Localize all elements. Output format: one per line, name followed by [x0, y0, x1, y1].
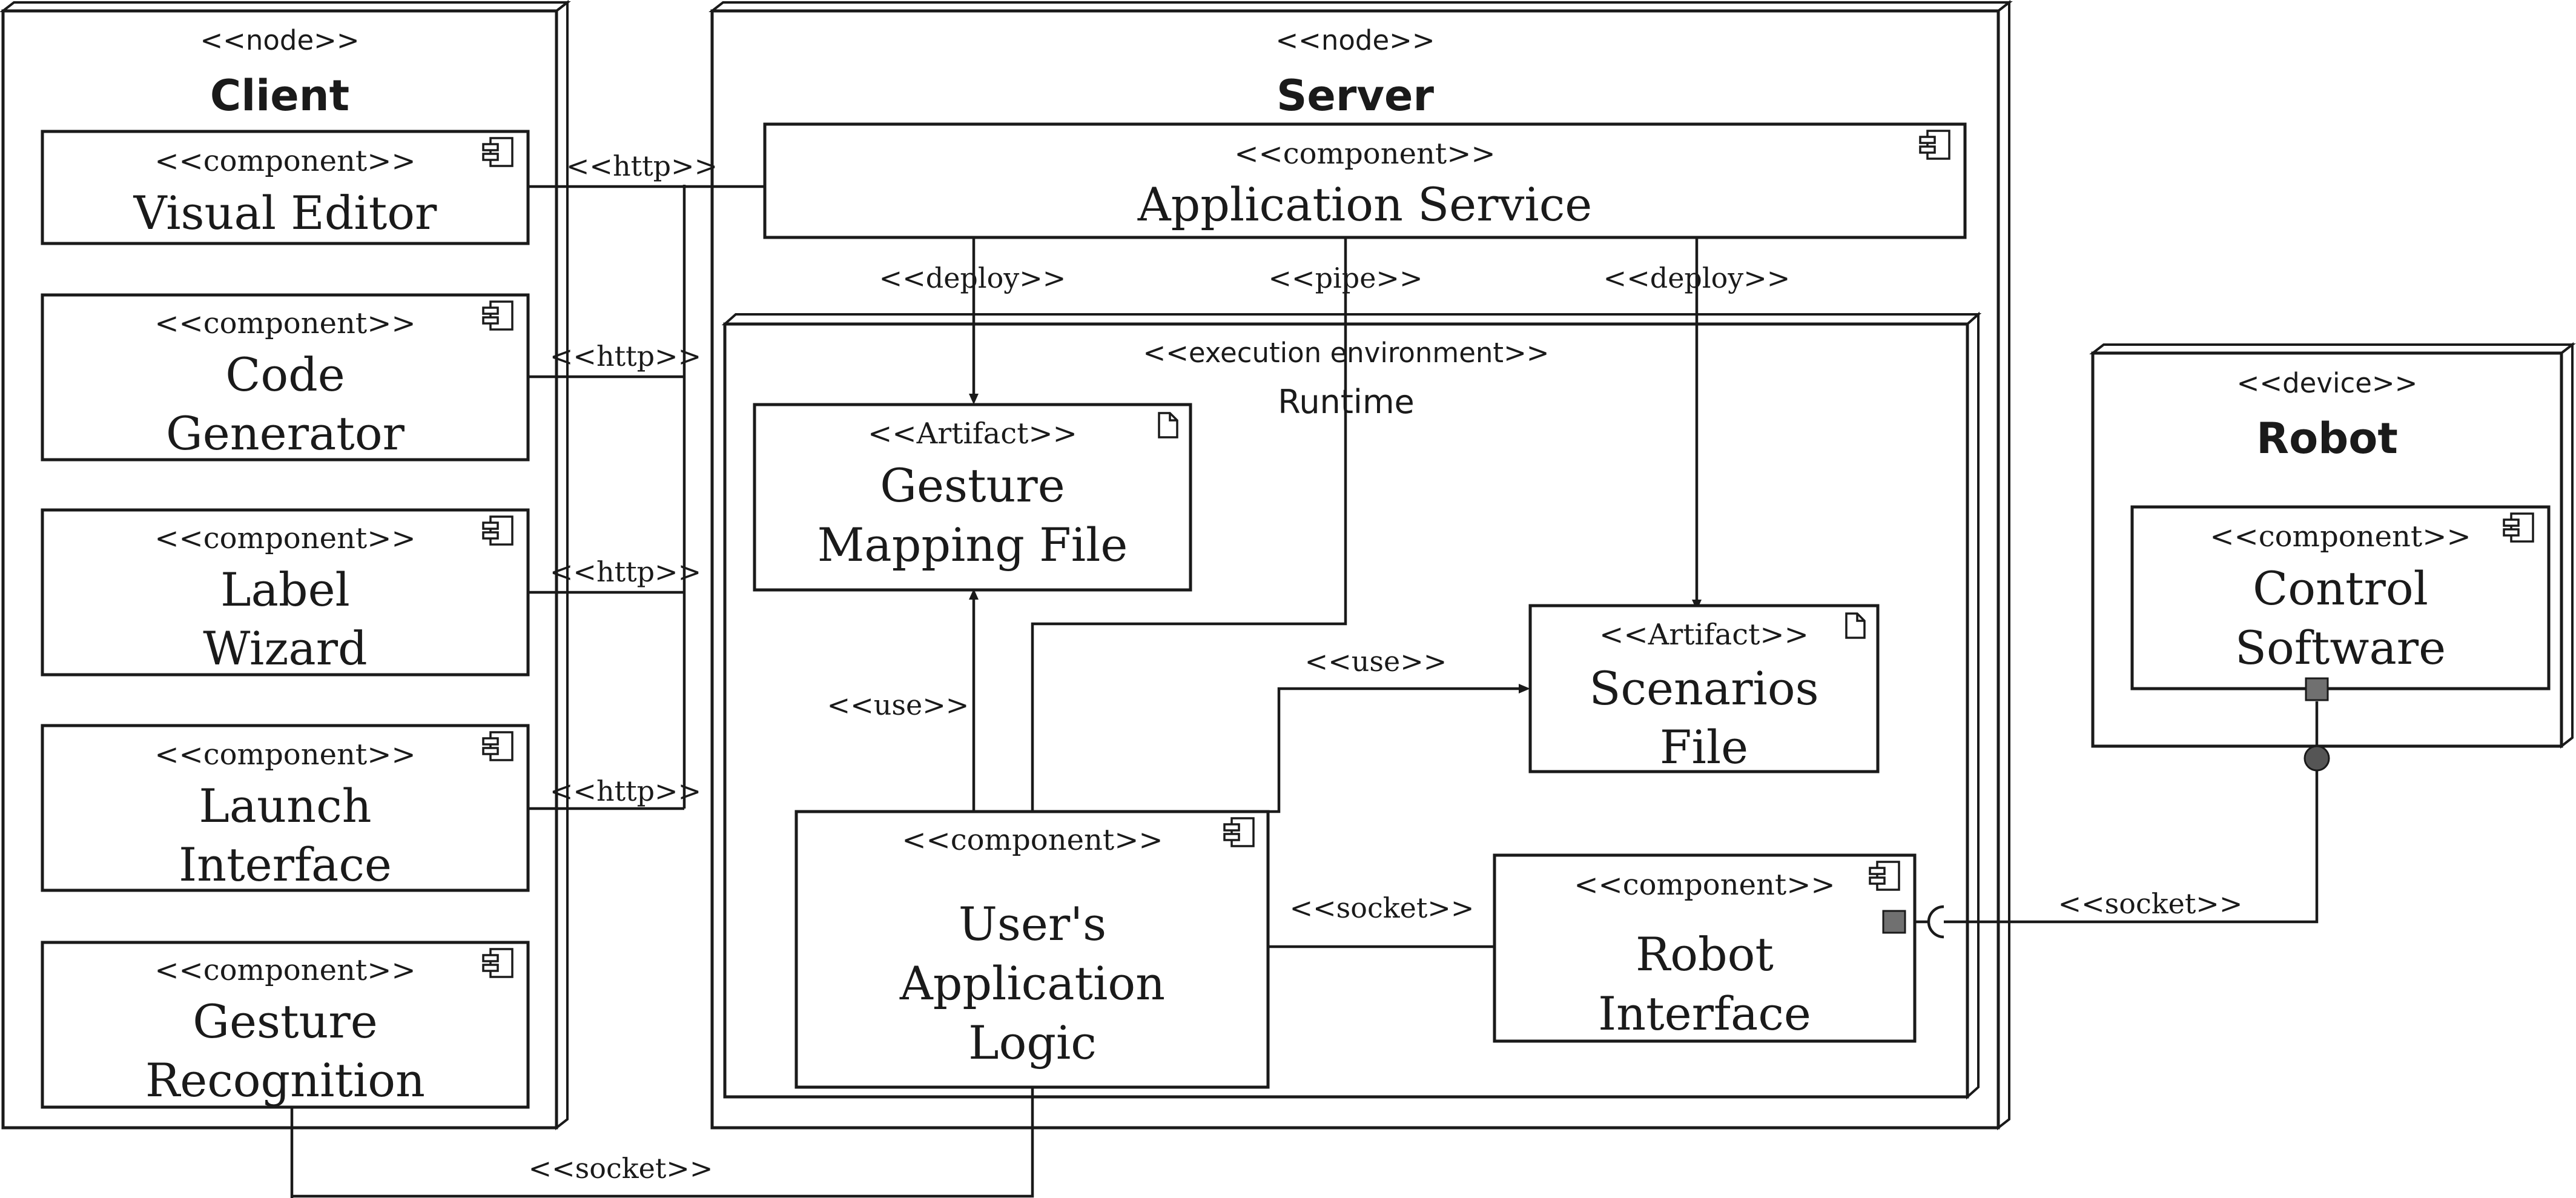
http-label-3: <<http>>	[550, 555, 701, 588]
artifact-scenarios-file[interactable]: <<Artifact>> Scenarios File	[1528, 604, 1880, 774]
gesture-mapping-file-name-line-1: Gesture	[880, 458, 1065, 512]
label-wizard-name-line-1: Label	[220, 563, 350, 617]
label-wizard-stereotype: <<component>>	[154, 521, 415, 555]
pipe-label: <<pipe>>	[1269, 262, 1423, 294]
component-icon	[482, 515, 514, 546]
visual-editor-name: Visual Editor	[133, 186, 437, 240]
visual-editor-stereotype: <<component>>	[154, 144, 415, 178]
server-node-stereotype: <<node>>	[1275, 24, 1435, 56]
gesture-recognition-name-line-1: Gesture	[193, 994, 377, 1048]
control-software-port	[2305, 677, 2329, 701]
scenarios-file-stereotype: <<Artifact>>	[1599, 618, 1809, 652]
server-node-title: Server	[1276, 71, 1435, 121]
http-label-4: <<http>>	[550, 775, 701, 807]
component-control-software[interactable]: <<component>> Control Software	[2130, 505, 2551, 701]
users-application-logic-name-line-2: Application	[899, 956, 1165, 1010]
component-icon	[1223, 817, 1255, 847]
deploy-arrowhead-1	[969, 394, 979, 405]
use-label-2: <<use>>	[1305, 645, 1447, 678]
pipe-link	[1031, 237, 1347, 812]
users-application-logic-name-line-1: User's	[959, 897, 1106, 951]
control-software-name-line-2: Software	[2235, 621, 2446, 675]
robot-interface-stereotype: <<component>>	[1574, 868, 1835, 902]
users-application-logic-stereotype: <<component>>	[902, 823, 1163, 857]
robot-interface-name-line-1: Robot	[1636, 927, 1774, 981]
code-generator-name-line-1: Code	[225, 348, 345, 402]
component-launch-interface[interactable]: <<component>> Launch Interface	[41, 724, 530, 892]
required-interface-socket	[1927, 905, 1944, 939]
deploy-label-1: <<deploy>>	[879, 262, 1066, 294]
component-robot-interface[interactable]: <<component>> Robot Interface	[1493, 853, 1917, 1043]
component-icon	[1869, 861, 1900, 891]
socket-label-3: <<socket>>	[529, 1152, 713, 1185]
client-node-title: Client	[210, 71, 349, 121]
robot-device-stereotype: <<device>>	[2237, 367, 2418, 399]
application-service-name: Application Service	[1137, 177, 1593, 231]
launch-interface-stereotype: <<component>>	[154, 738, 415, 772]
socket-link-control-software	[1944, 769, 2319, 924]
artifact-gesture-mapping-file[interactable]: <<Artifact>> Gesture Mapping File	[753, 403, 1192, 592]
robot-interface-name-line-2: Interface	[1598, 987, 1811, 1041]
use-arrowhead-2	[1519, 684, 1530, 693]
component-icon	[1919, 130, 1950, 160]
gesture-mapping-file-name-line-2: Mapping File	[817, 518, 1128, 572]
component-gesture-recognition[interactable]: <<component>> Gesture Recognition	[41, 941, 530, 1109]
socket-label-2: <<socket>>	[2058, 887, 2243, 920]
component-visual-editor[interactable]: <<component>> Visual Editor	[41, 130, 530, 245]
gesture-mapping-file-stereotype: <<Artifact>>	[868, 417, 1077, 451]
users-application-logic-name-line-3: Logic	[968, 1016, 1097, 1070]
component-icon	[482, 300, 514, 331]
robot-device-title: Robot	[2256, 414, 2398, 463]
component-users-application-logic[interactable]: <<component>> User's Application Logic	[794, 810, 1270, 1089]
component-icon	[482, 137, 514, 167]
http-label-1: <<http>>	[566, 150, 718, 182]
deploy-label-2: <<deploy>>	[1603, 262, 1791, 294]
client-node-stereotype: <<node>>	[200, 24, 359, 56]
connectors	[290, 185, 2319, 1198]
connector-labels: <<http>> <<http>> <<http>> <<http>> <<de…	[529, 150, 2243, 1185]
component-icon	[2503, 512, 2534, 543]
application-service-stereotype: <<component>>	[1234, 137, 1495, 171]
label-wizard-name-line-2: Wizard	[203, 621, 367, 675]
gesture-recognition-name-line-2: Recognition	[145, 1053, 425, 1107]
scenarios-file-name-line-2: File	[1660, 720, 1748, 774]
scenarios-file-name-line-1: Scenarios	[1589, 661, 1818, 715]
component-code-generator[interactable]: <<component>> Code Generator	[41, 293, 530, 462]
artifact-icon	[1845, 612, 1866, 639]
component-icon	[482, 948, 514, 978]
gesture-recognition-stereotype: <<component>>	[154, 953, 415, 987]
code-generator-stereotype: <<component>>	[154, 306, 415, 340]
control-software-stereotype: <<component>>	[2210, 520, 2471, 554]
use-arrowhead-1	[969, 589, 979, 600]
robot-interface-port	[1882, 910, 1906, 934]
control-software-name-line-1: Control	[2253, 561, 2428, 615]
artifact-icon	[1158, 412, 1178, 438]
code-generator-name-line-2: Generator	[166, 406, 405, 460]
use-label-1: <<use>>	[827, 689, 969, 721]
provided-interface-ball	[2304, 745, 2330, 772]
launch-interface-name-line-1: Launch	[199, 779, 371, 833]
socket-link-gesture-recognition	[292, 1087, 1034, 1198]
http-label-2: <<http>>	[550, 340, 701, 372]
component-application-service[interactable]: <<component>> Application Service	[763, 122, 1967, 239]
component-label-wizard[interactable]: <<component>> Label Wizard	[41, 508, 530, 677]
socket-label-1: <<socket>>	[1290, 892, 1475, 924]
use-link-scenarios	[1268, 687, 1523, 813]
launch-interface-name-line-2: Interface	[179, 838, 392, 892]
component-icon	[482, 731, 514, 761]
